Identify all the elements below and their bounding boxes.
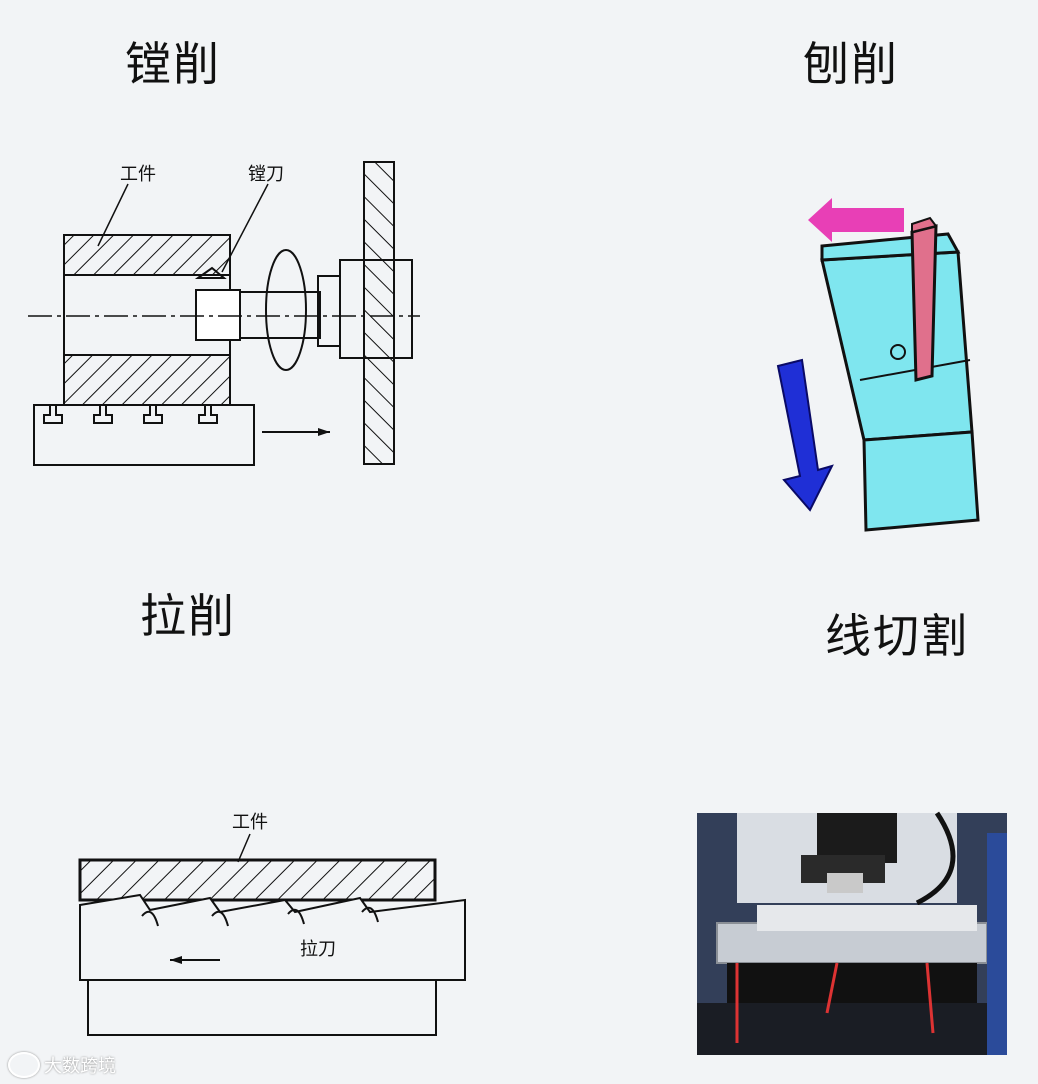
title-planing: 刨削 [803, 37, 899, 91]
title-broaching: 拉削 [140, 589, 236, 643]
spindle-housing [363, 161, 395, 465]
broach-tool [79, 893, 466, 981]
broach-workpiece [78, 858, 437, 902]
workpiece-bottom [63, 354, 231, 406]
watermark-logo-icon [8, 1052, 40, 1078]
title-boring: 镗削 [125, 37, 221, 91]
broach-tool-label: 拉刀 [300, 939, 336, 960]
watermark-text: 大数跨境 [44, 1056, 116, 1077]
arrow-down-icon [776, 358, 834, 512]
boring-tool-label: 镗刀 [248, 164, 284, 185]
boring-workpiece-label: 工件 [120, 164, 156, 185]
boring-diagram: 工件 镗刀 [28, 161, 420, 466]
broaching-diagram: 工件 拉刀 [78, 812, 466, 1036]
machine-table [33, 404, 255, 466]
watermark: 大数跨境 [8, 1052, 116, 1078]
wire-cutting-photo [697, 811, 1007, 1055]
arrow-left-icon [808, 198, 904, 242]
workpiece-top [63, 234, 231, 276]
broach-base [87, 980, 437, 1036]
planing-tool [910, 224, 938, 382]
title-wire-cutting: 线切割 [825, 609, 969, 663]
broach-workpiece-label: 工件 [232, 812, 268, 833]
planing-diagram [776, 198, 980, 532]
